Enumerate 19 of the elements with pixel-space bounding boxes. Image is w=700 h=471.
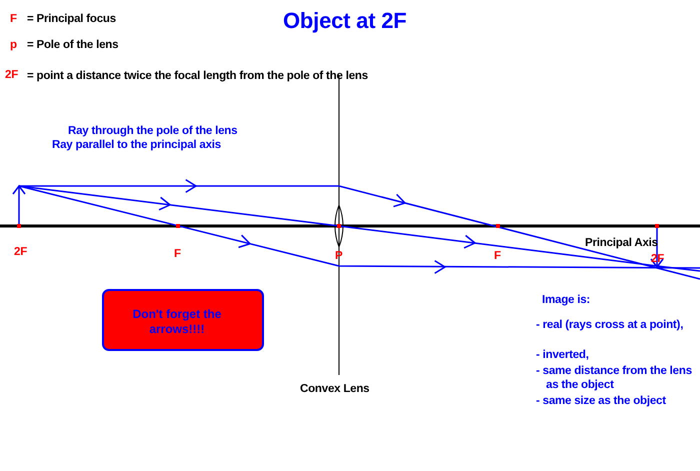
note-item: - real (rays cross at a point), — [536, 318, 684, 332]
point-label: F — [174, 247, 181, 261]
reminder-box: Don't forget the arrows!!!! — [102, 289, 264, 351]
note-item: - same distance from the lens as the object — [536, 364, 693, 392]
legend-symbol: F — [10, 12, 17, 26]
ray-label: Ray parallel to the principal axis — [52, 138, 221, 152]
diagram-title: Object at 2F — [283, 8, 407, 34]
note-item: - same size as the object — [536, 394, 666, 408]
lens-label: Convex Lens — [300, 382, 370, 396]
definition-text: = Pole of the lens — [27, 38, 118, 52]
note-item: - inverted, — [536, 348, 589, 362]
definition-text: = Principal focus — [27, 12, 116, 26]
note-heading: Image is: — [542, 293, 590, 307]
point-label: F — [494, 249, 501, 263]
legend-symbol: p — [10, 38, 17, 52]
definition-text: = point a distance twice the focal length from the pole of the lens — [27, 69, 368, 83]
point-label: 2F — [14, 245, 28, 259]
legend-symbol: 2F — [5, 68, 18, 82]
ray-label: Ray through the pole of the lens — [68, 124, 238, 138]
